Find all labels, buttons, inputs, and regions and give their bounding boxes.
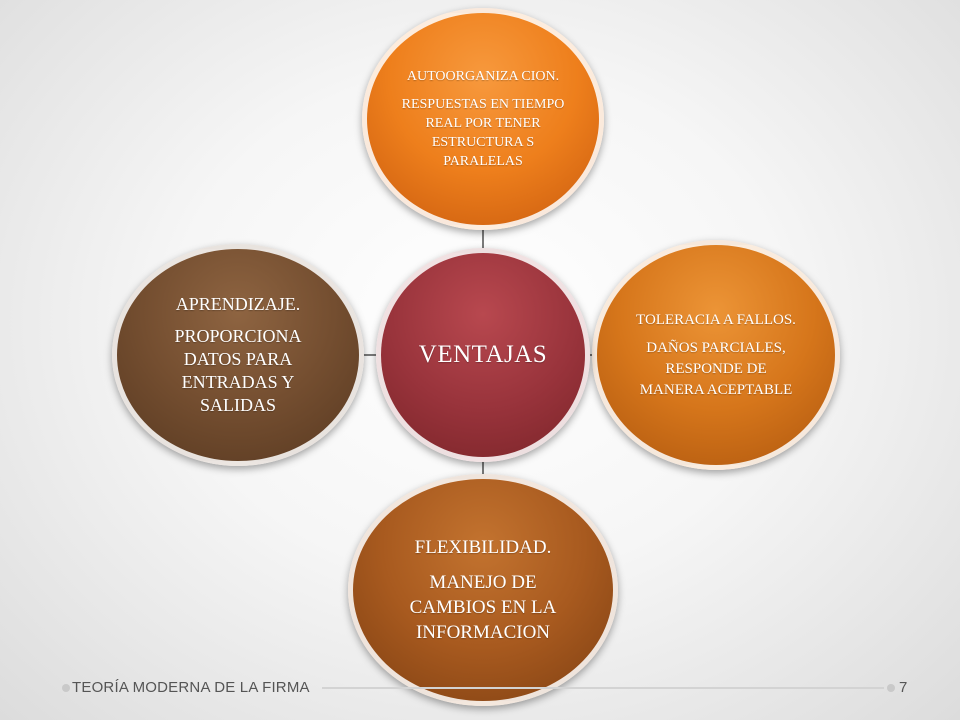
center-label: VENTAJAS	[418, 341, 548, 368]
node-heading: FLEXIBILIDAD.	[414, 536, 552, 558]
node-tolerancia-fallos: TOLERACIA A FALLOS. DAÑOS PARCIALES, RES…	[592, 240, 840, 470]
footer-title: TEORÍA MODERNA DE LA FIRMA	[72, 679, 310, 696]
footer-bullet-right-icon	[887, 684, 895, 692]
node-detail: DAÑOS PARCIALES, RESPONDE DE MANERA ACEP…	[639, 339, 793, 398]
page-number: 7	[899, 679, 908, 696]
node-heading: APRENDIZAJE.	[175, 294, 301, 314]
footer-bullet-left-icon	[62, 684, 70, 692]
footer-divider	[322, 687, 884, 689]
node-aprendizaje: APRENDIZAJE. PROPORCIONA DATOS PARA ENTR…	[112, 244, 364, 466]
node-detail: RESPUESTAS EN TIEMPO REAL POR TENER ESTR…	[401, 97, 565, 169]
node-heading: AUTOORGANIZA CION.	[406, 69, 560, 84]
node-detail: PROPORCIONA DATOS PARA ENTRADAS Y SALIDA…	[174, 326, 302, 415]
slide-footer: TEORÍA MODERNA DE LA FIRMA 7	[0, 676, 960, 700]
node-flexibilidad: FLEXIBILIDAD. MANEJO DE CAMBIOS EN LA IN…	[348, 474, 618, 706]
node-detail: MANEJO DE CAMBIOS EN LA INFORMACION	[409, 571, 557, 643]
node-autoorganizacion: AUTOORGANIZA CION. RESPUESTAS EN TIEMPO …	[362, 8, 604, 230]
center-node-ventajas: VENTAJAS	[376, 248, 590, 462]
node-heading: TOLERACIA A FALLOS.	[636, 311, 796, 328]
